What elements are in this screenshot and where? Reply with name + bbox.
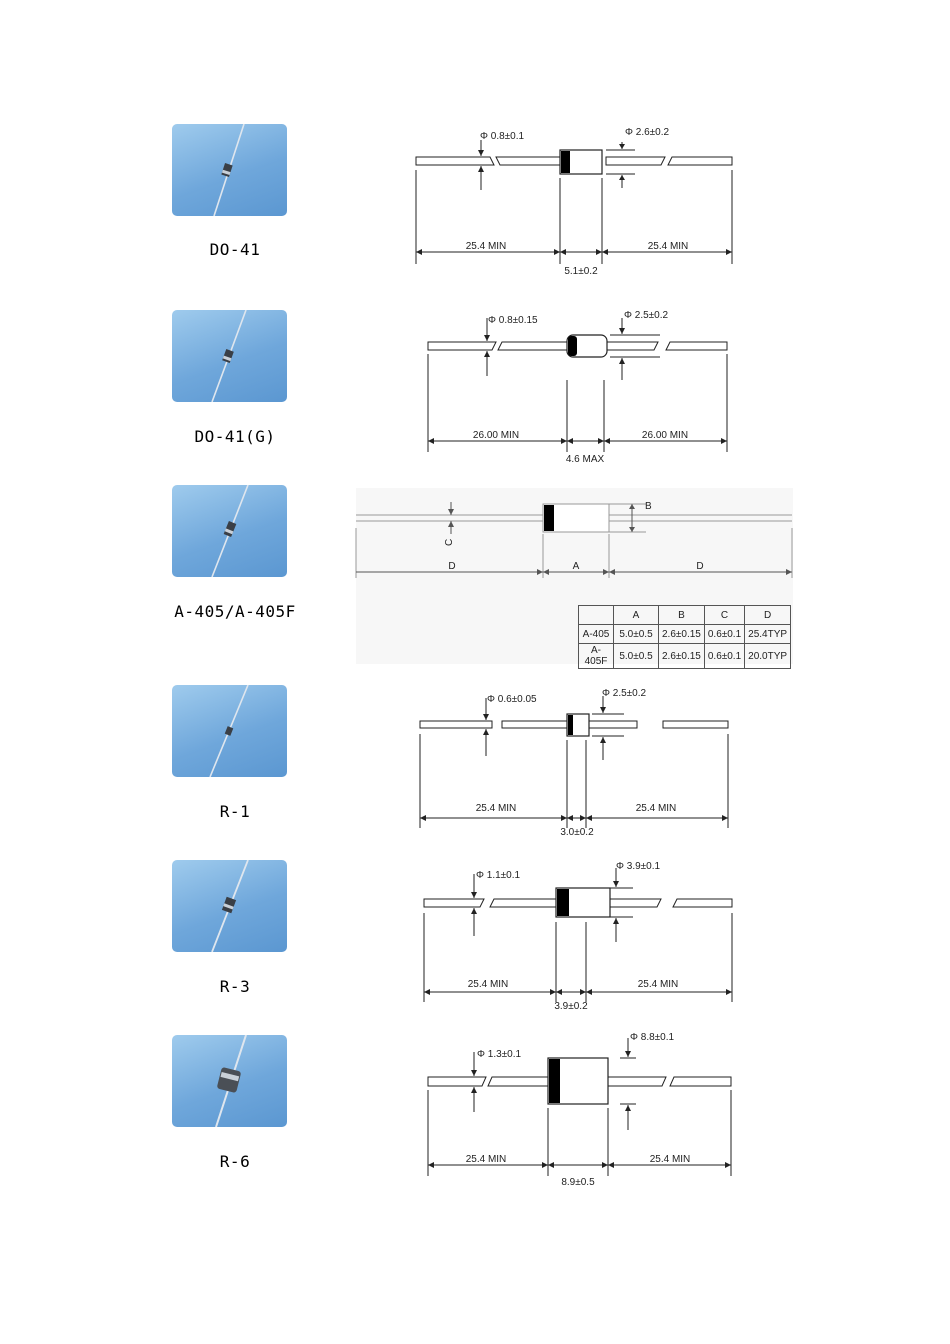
r1-body-len: 3.0±0.2	[560, 827, 594, 838]
r6-body-dia: Φ 8.8±0.1	[630, 1032, 674, 1043]
a405-dim-a: A	[573, 561, 580, 572]
r3-lead-len-left: 25.4 MIN	[468, 979, 509, 990]
table-cell: A-405	[578, 624, 614, 644]
table-cell: 5.0±0.5	[613, 624, 659, 644]
diode-photo-image	[211, 485, 249, 577]
table-cell: 5.0±0.5	[613, 643, 659, 669]
do41-drawing: 25.4 MIN 25.4 MIN 5.1±0.2 Φ 0.8±0.1 Φ 2.…	[410, 120, 740, 280]
r6-body-len: 8.9±0.5	[561, 1177, 595, 1188]
r1-lead-dia: Φ 0.6±0.05	[487, 694, 537, 705]
r1-drawing: 25.4 MIN 25.4 MIN 3.0±0.2 Φ 0.6±0.05 Φ 2…	[414, 684, 734, 844]
do41-label: DO-41	[209, 240, 261, 259]
r1-lead-len-right: 25.4 MIN	[636, 803, 677, 814]
table-cell: 2.6±0.15	[658, 643, 705, 669]
do41g-photo	[172, 310, 287, 402]
r1-label: R-1	[219, 802, 251, 821]
a405-dim-d-left: D	[448, 561, 455, 572]
a405-dim-c: C	[444, 539, 455, 546]
table-header-cell: D	[744, 605, 792, 625]
a405-photo	[172, 485, 287, 577]
a405-dimension-table: A B C D A-405 5.0±0.5 2.6±0.15 0.6±0.1 2…	[578, 605, 792, 669]
r3-photo	[172, 860, 287, 952]
table-cell: 0.6±0.1	[703, 643, 746, 669]
table-header-cell	[578, 605, 614, 625]
a405-dim-d-right: D	[696, 561, 703, 572]
r6-lead-len-left: 25.4 MIN	[466, 1154, 507, 1165]
r3-label: R-3	[219, 977, 251, 996]
a405-label: A-405/A-405F	[174, 602, 296, 621]
do41g-lead-len-left: 26.00 MIN	[473, 430, 519, 441]
do41-lead-len-left: 25.4 MIN	[466, 241, 507, 252]
diode-photo-image	[213, 124, 245, 216]
do41-body-dia: Φ 2.6±0.2	[625, 127, 669, 138]
table-cell: 2.6±0.15	[658, 624, 705, 644]
do41g-label: DO-41(G)	[194, 427, 276, 446]
a405-dim-b: B	[645, 501, 652, 512]
do41g-lead-dia: Φ 0.8±0.15	[488, 315, 538, 326]
table-row: A-405 5.0±0.5 2.6±0.15 0.6±0.1 25.4TYP	[578, 624, 792, 644]
do41-photo	[172, 124, 287, 216]
do41-lead-len-right: 25.4 MIN	[648, 241, 689, 252]
do41g-body-dia: Φ 2.5±0.2	[624, 310, 668, 321]
r1-body-dia: Φ 2.5±0.2	[602, 688, 646, 699]
r6-label: R-6	[219, 1152, 251, 1171]
table-header-cell: A	[613, 605, 659, 625]
a405-drawing: B C D A D	[355, 488, 793, 598]
table-header-cell: C	[703, 605, 746, 625]
table-cell: 25.4TYP	[744, 624, 792, 644]
r6-lead-len-right: 25.4 MIN	[650, 1154, 691, 1165]
r1-lead-len-left: 25.4 MIN	[476, 803, 517, 814]
diode-photo-image	[215, 1035, 247, 1127]
r3-lead-dia: Φ 1.1±0.1	[476, 870, 520, 881]
table-header-row: A B C D	[578, 605, 792, 625]
table-cell: 0.6±0.1	[703, 624, 746, 644]
diode-photo-image	[211, 310, 247, 402]
table-cell: A-405F	[578, 643, 614, 669]
diode-photo-image	[211, 860, 249, 952]
r3-body-dia: Φ 3.9±0.1	[616, 861, 660, 872]
do41g-body-len: 4.6 MAX	[566, 454, 605, 465]
r6-drawing: 25.4 MIN 25.4 MIN 8.9±0.5 Φ 1.3±0.1 Φ 8.…	[422, 1030, 742, 1190]
table-header-cell: B	[658, 605, 705, 625]
table-row: A-405F 5.0±0.5 2.6±0.15 0.6±0.1 20.0TYP	[578, 643, 792, 669]
do41-body-len: 5.1±0.2	[564, 266, 598, 277]
table-cell: 20.0TYP	[744, 643, 792, 669]
do41g-drawing: 26.00 MIN 26.00 MIN 4.6 MAX Φ 0.8±0.15 Φ…	[422, 308, 742, 468]
diode-photo-image	[209, 685, 249, 777]
do41g-lead-len-right: 26.00 MIN	[642, 430, 688, 441]
r3-lead-len-right: 25.4 MIN	[638, 979, 679, 990]
r6-lead-dia: Φ 1.3±0.1	[477, 1049, 521, 1060]
r3-drawing: 25.4 MIN 25.4 MIN 3.9±0.2 Φ 1.1±0.1 Φ 3.…	[418, 858, 738, 1018]
r6-photo	[172, 1035, 287, 1127]
r1-photo	[172, 685, 287, 777]
do41-lead-dia: Φ 0.8±0.1	[480, 131, 524, 142]
r3-body-len: 3.9±0.2	[554, 1001, 588, 1012]
